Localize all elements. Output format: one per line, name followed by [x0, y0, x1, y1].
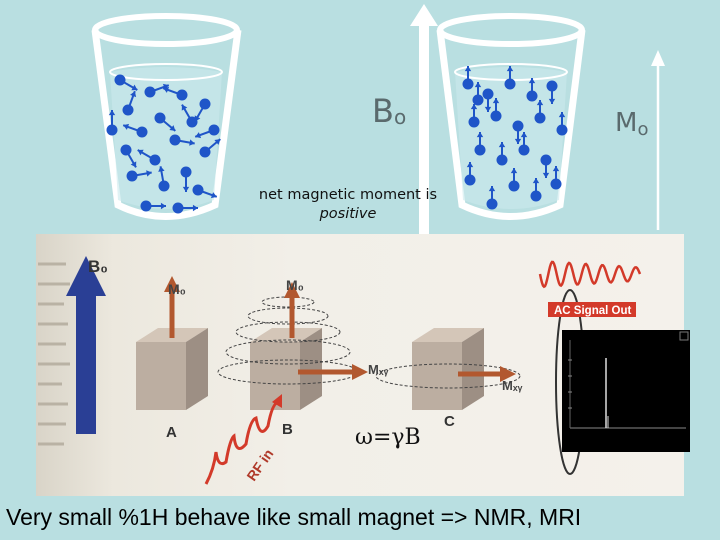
- cube-c: [412, 328, 484, 410]
- spin-icon: [474, 132, 486, 156]
- spin-icon: [464, 162, 476, 186]
- spin-icon: [144, 83, 170, 98]
- spin-icon: [472, 82, 484, 106]
- label-c: C: [444, 413, 455, 430]
- spin-icon: [114, 74, 138, 91]
- b0-field-arrow: [410, 4, 438, 240]
- larmor-equation: ω=γB: [355, 425, 421, 450]
- bo-label: Bo: [372, 92, 407, 130]
- spin-icon: [172, 202, 198, 214]
- spin-icon: [546, 80, 558, 104]
- spin-icon: [504, 66, 516, 90]
- left-beaker: [91, 13, 242, 220]
- net-moment-note: net magnetic moment is positive: [238, 186, 458, 224]
- spin-icon: [194, 124, 220, 139]
- spin-icon: [126, 170, 152, 182]
- mxy-arrow-c: [458, 366, 516, 382]
- spin-icon: [490, 98, 502, 122]
- ac-signal-wave: [538, 260, 642, 289]
- label-b: B: [282, 421, 293, 438]
- note-line-1: net magnetic moment is: [258, 187, 438, 203]
- precession-ring-c: [375, 363, 521, 389]
- label-a: A: [166, 424, 177, 441]
- m0-arrow-b: [284, 282, 300, 338]
- b0-label: B₀: [88, 257, 108, 276]
- mxy-label-c: Mₓᵧ: [502, 378, 523, 393]
- m0-arrow: [651, 50, 665, 230]
- rf-in-label: RF in: [243, 446, 276, 484]
- spin-icon: [122, 90, 137, 116]
- spin-icon: [122, 123, 148, 138]
- aligned-spins: [462, 66, 568, 210]
- spin-icon: [154, 112, 176, 132]
- note-line-2: positive: [319, 206, 377, 222]
- slide-caption: Very small %1H behave like small magnet …: [6, 504, 582, 530]
- mo-label: Mo: [615, 108, 649, 140]
- spin-icon: [540, 154, 552, 178]
- spin-icon: [120, 144, 137, 168]
- mxy-arrow-b: [298, 364, 368, 380]
- spin-icon: [199, 138, 221, 158]
- ac-signal-badge: [548, 302, 636, 317]
- spin-icon: [181, 104, 198, 128]
- m0-label-a: M₀: [168, 281, 186, 297]
- spin-icon: [534, 100, 546, 124]
- mxy-label-b: Mₓᵧ: [368, 362, 389, 377]
- spin-icon: [162, 86, 188, 101]
- ac-signal-label: AC Signal Out: [554, 305, 631, 317]
- nmr-spectrum-inset: [562, 330, 690, 452]
- spin-icon: [137, 149, 161, 166]
- m0-arrow-a: [164, 276, 180, 338]
- page-text-lines: [38, 262, 70, 446]
- spin-icon: [496, 142, 508, 166]
- spin-icon: [482, 88, 494, 112]
- spin-icon: [468, 104, 480, 128]
- spin-icon: [486, 186, 498, 210]
- spin-icon: [556, 112, 568, 136]
- m0-label-b: M₀: [286, 277, 304, 293]
- spin-icon: [462, 66, 474, 90]
- spin-icon: [158, 166, 170, 192]
- spin-icon: [512, 120, 524, 144]
- spin-icon: [106, 110, 118, 136]
- spin-beakers-illustration: [91, 4, 665, 240]
- spin-icon: [169, 134, 195, 146]
- spin-icon: [518, 132, 530, 156]
- spin-icon: [180, 166, 192, 192]
- spin-icon: [526, 78, 538, 102]
- rf-in-wave: [204, 394, 282, 485]
- spin-icon: [550, 166, 562, 190]
- random-spins: [106, 74, 221, 214]
- spin-icon: [192, 184, 218, 199]
- spin-icon: [530, 178, 542, 202]
- cube-a: [136, 328, 208, 410]
- spin-icon: [508, 168, 520, 192]
- cube-b: [250, 328, 322, 410]
- b0-blue-arrow: [66, 256, 106, 434]
- spin-icon: [140, 200, 166, 212]
